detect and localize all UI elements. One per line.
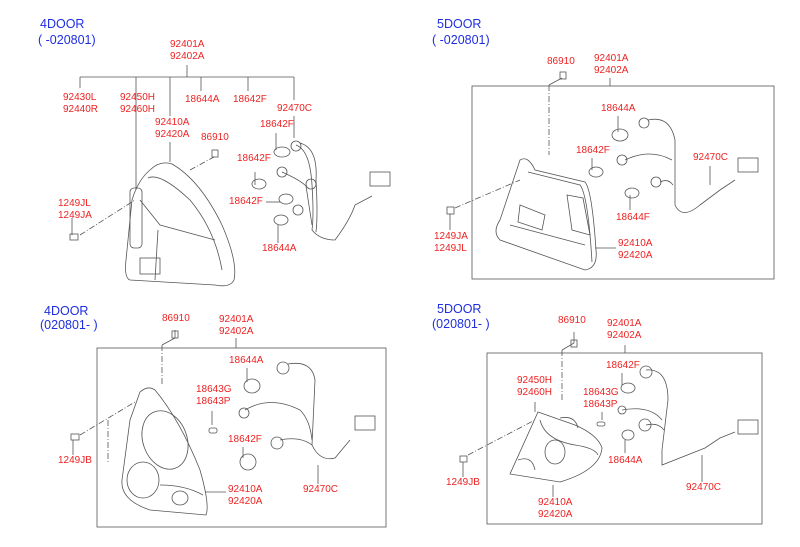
part-label-bolt[interactable]: 1249JB bbox=[58, 455, 92, 466]
part-label-bulb-f-3[interactable]: 18642F bbox=[229, 196, 263, 207]
part-label-harness[interactable]: 92470C bbox=[686, 482, 722, 493]
panel4-leader-lines bbox=[462, 332, 703, 497]
panel3-lamp bbox=[70, 330, 208, 516]
part-label-bulb-af[interactable]: 18644F bbox=[616, 212, 650, 223]
part-label-screw-clip[interactable]: 86910 bbox=[558, 315, 586, 326]
panel3-period: (020801- ) bbox=[40, 318, 98, 332]
panel1-lamp bbox=[69, 149, 236, 287]
part-label-bulb-f[interactable]: 18642F bbox=[576, 145, 610, 156]
panel2-period: ( -020801) bbox=[432, 33, 490, 47]
panel4-lamp bbox=[459, 339, 603, 483]
panel3-box bbox=[96, 347, 387, 528]
part-label-harness[interactable]: 92470C bbox=[693, 152, 729, 163]
panel3-leader-lines bbox=[72, 330, 319, 493]
panel2-leader-lines bbox=[449, 77, 711, 249]
part-label-bulb-a[interactable]: 18644A bbox=[608, 455, 643, 466]
part-label-screw-clip[interactable]: 86910 bbox=[162, 313, 190, 324]
part-label-harness[interactable]: 92470C bbox=[277, 103, 313, 114]
panel4-harness bbox=[596, 365, 759, 466]
part-label-bulb-a-2[interactable]: 18644A bbox=[262, 243, 297, 254]
panel2-title: 5DOOR bbox=[437, 17, 482, 31]
panel2-harness bbox=[588, 117, 759, 213]
panel4-period: (020801- ) bbox=[432, 317, 490, 331]
panel1-leader-lines bbox=[71, 65, 295, 243]
part-label-bolt[interactable]: 1249JB bbox=[446, 477, 480, 488]
part-label-screw-clip[interactable]: 86910 bbox=[201, 132, 229, 143]
part-label-bulb-f-2[interactable]: 18642F bbox=[237, 153, 271, 164]
part-label-bulb-f[interactable]: 18642F bbox=[606, 360, 640, 371]
part-label-harness[interactable]: 92470C bbox=[303, 484, 339, 495]
panel1-title: 4DOOR bbox=[40, 17, 85, 31]
panel3-harness bbox=[208, 361, 376, 471]
panel1-period: ( -020801) bbox=[38, 33, 96, 47]
panel4-title: 5DOOR bbox=[437, 302, 482, 316]
part-label-bulb-f-1[interactable]: 18642F bbox=[260, 119, 294, 130]
part-label-bulb-a[interactable]: 18644A bbox=[229, 355, 264, 366]
part-label-bulb-f[interactable]: 18642F bbox=[228, 434, 262, 445]
panel3-title: 4DOOR bbox=[44, 304, 89, 318]
part-label-bulb-a[interactable]: 18644A bbox=[185, 94, 220, 105]
part-label-screw-clip[interactable]: 86910 bbox=[547, 56, 575, 67]
part-label-bulb-f[interactable]: 18642F bbox=[233, 94, 267, 105]
part-label-bulb-a[interactable]: 18644A bbox=[601, 103, 636, 114]
panel2-box bbox=[471, 85, 775, 280]
panel1-harness bbox=[251, 140, 391, 241]
panel2-lamp bbox=[446, 71, 597, 271]
panel4-box bbox=[486, 352, 763, 525]
